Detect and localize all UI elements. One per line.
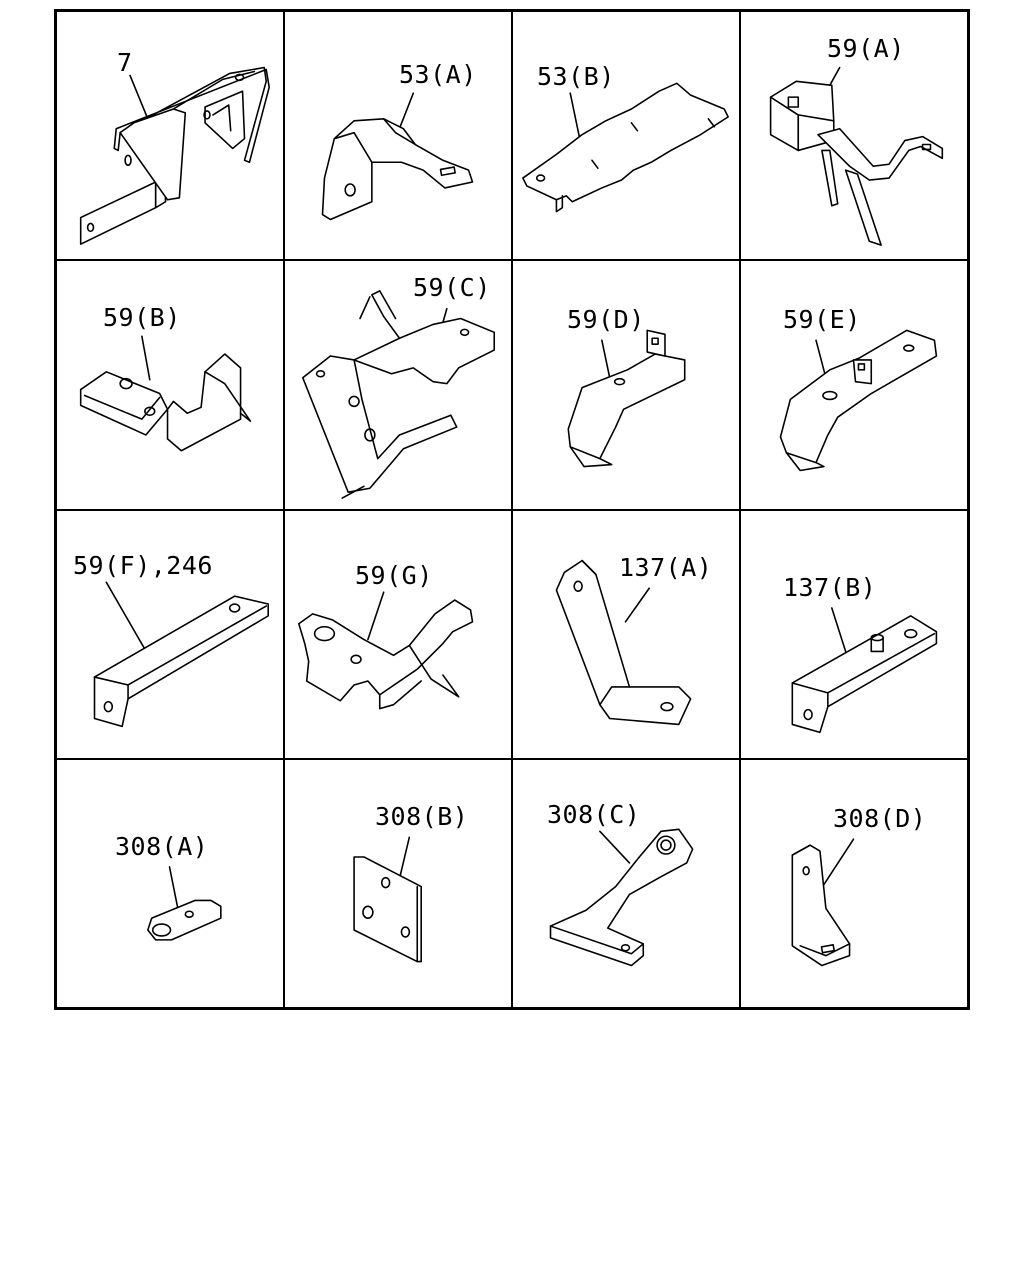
- bracket-59g-drawing: [298, 590, 474, 709]
- bracket-308c-drawing: [549, 828, 694, 967]
- part-label: 59(D): [567, 305, 645, 335]
- part-label: 137(B): [783, 572, 877, 602]
- bracket-53a-drawing: [321, 92, 474, 221]
- part-label: 59(E): [783, 305, 861, 335]
- parts-grid: 7 53(A) 53(B): [54, 9, 970, 1010]
- part-label: 308(A): [115, 831, 209, 861]
- part-label: 59(A): [827, 34, 905, 63]
- part-cell-59c: 59(C): [284, 260, 512, 510]
- part-cell-59b: 59(B): [56, 260, 284, 510]
- bracket-59d-drawing: [567, 329, 686, 468]
- part-label: 308(D): [833, 803, 927, 833]
- part-label: 59(C): [413, 273, 491, 303]
- bracket-59a-drawing: [769, 66, 944, 246]
- bracket-59e-drawing: [779, 329, 938, 472]
- part-cell-308c: 308(C): [512, 758, 740, 1008]
- bracket-308d-drawing: [791, 838, 855, 967]
- bracket-59f-drawing: [93, 581, 269, 727]
- bracket-59c-drawing: [301, 290, 496, 500]
- part-cell-59e: 59(E): [740, 260, 968, 510]
- bracket-137b-drawing: [791, 606, 938, 733]
- part-label: 59(B): [103, 303, 181, 333]
- bracket-59b-drawing: [79, 335, 252, 452]
- part-label: 59(F),246: [73, 550, 213, 580]
- part-cell-137a: 137(A): [512, 509, 740, 759]
- part-cell-308b: 308(B): [284, 758, 512, 1008]
- part-label: 308(B): [375, 801, 469, 831]
- part-label: 59(G): [355, 560, 433, 590]
- part-cell-137b: 137(B): [740, 509, 968, 759]
- part-label: 7: [117, 48, 133, 77]
- part-cell-7: 7: [56, 11, 284, 261]
- bracket-137a-drawing: [555, 559, 692, 725]
- bracket-308b-drawing: [353, 836, 422, 963]
- part-cell-308a: 308(A): [56, 758, 284, 1008]
- part-cell-59g: 59(G): [284, 509, 512, 759]
- part-label: 53(A): [399, 60, 477, 89]
- bracket-53b-drawing: [522, 82, 729, 213]
- part-cell-59d: 59(D): [512, 260, 740, 510]
- part-cell-59a: 59(A): [740, 11, 968, 261]
- part-label: 137(A): [619, 552, 713, 582]
- part-cell-59f: 59(F),246: [56, 509, 284, 759]
- part-cell-53a: 53(A): [284, 11, 512, 261]
- part-cell-53b: 53(B): [512, 11, 740, 261]
- bracket-308a-drawing: [147, 865, 222, 941]
- part-label: 308(C): [547, 799, 641, 829]
- part-cell-308d: 308(D): [740, 758, 968, 1008]
- part-label: 53(B): [537, 62, 615, 91]
- bracket-7-drawing: [79, 66, 270, 245]
